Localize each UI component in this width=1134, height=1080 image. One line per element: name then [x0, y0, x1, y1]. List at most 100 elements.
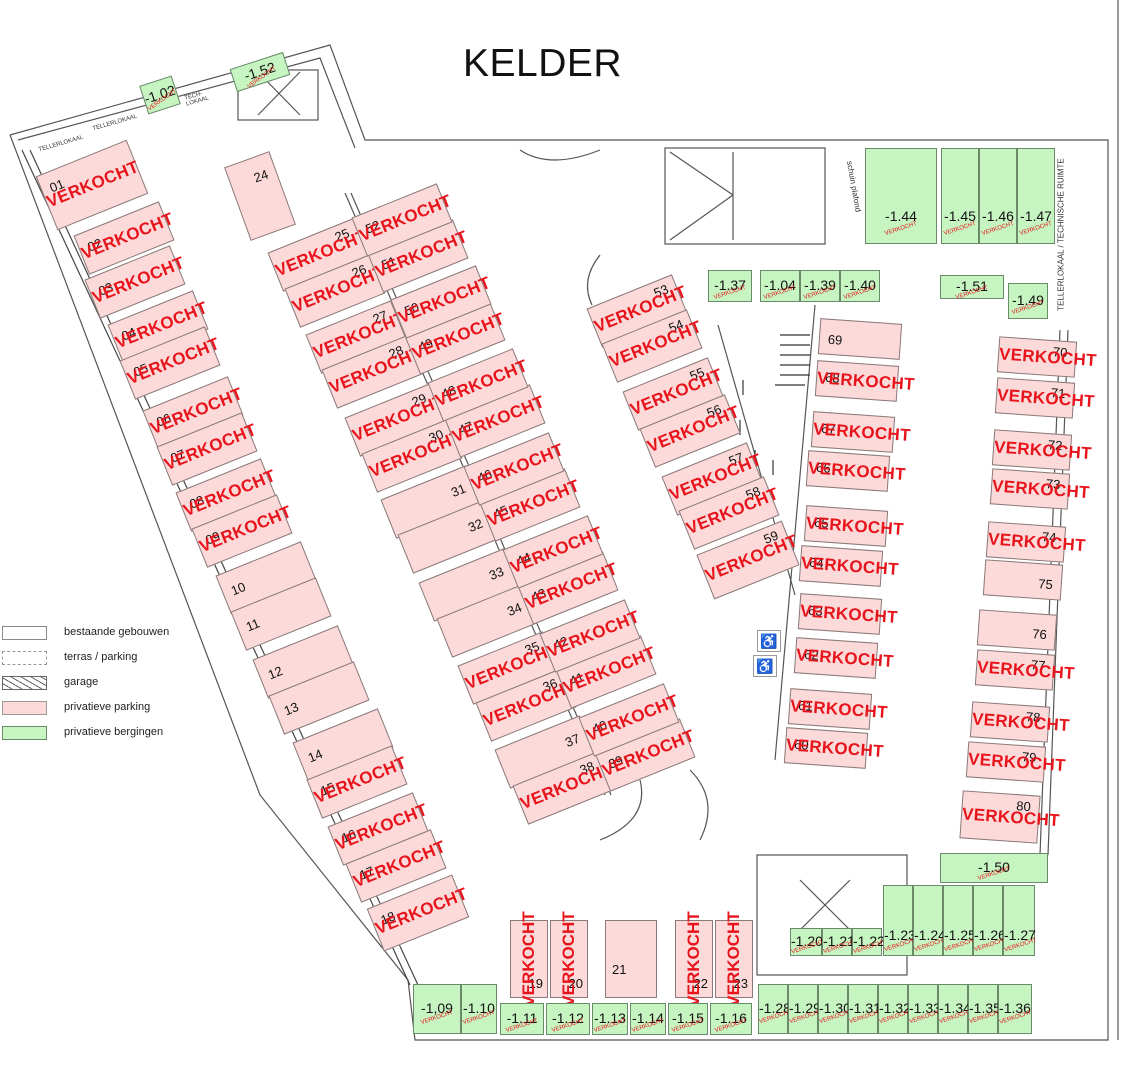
sold-stamp: VERKOCHT: [816, 368, 916, 395]
sold-stamp: VERKOCHT: [559, 911, 578, 1007]
storage-unit-number: -1.36: [999, 1000, 1031, 1017]
storage-unit-number: -1.35: [969, 1000, 1001, 1017]
parking-spot-number: 37: [562, 730, 582, 751]
parking-spot-69[interactable]: 69: [817, 318, 903, 360]
parking-spot-number: 69: [827, 331, 843, 348]
legend-item-private-storage: privatieve bergingen: [0, 726, 200, 742]
parking-spot-21[interactable]: 21: [605, 920, 657, 998]
storage-unit-number: -1.44: [885, 207, 917, 224]
storage-unit-number: -1.32: [879, 1000, 911, 1017]
storage-unit-number: -1.51: [956, 278, 988, 295]
legend-swatch: [2, 726, 47, 740]
sold-stamp: VERKOCHT: [684, 911, 703, 1007]
legend-swatch: [2, 651, 47, 665]
parking-spot-number: 12: [265, 663, 285, 683]
storage-unit-number: -1.21: [823, 933, 855, 950]
storage-unit-number: -1.49: [1012, 292, 1044, 309]
legend-label: terras / parking: [64, 651, 138, 663]
storage-unit-number: -1.13: [594, 1010, 626, 1027]
legend-label: garage: [64, 676, 99, 688]
parking-spot-76[interactable]: 76: [976, 609, 1058, 651]
storage-unit-number: -1.12: [552, 1010, 584, 1027]
parking-spot-75[interactable]: 75: [982, 559, 1064, 601]
storage-unit-number: -1.15: [672, 1010, 704, 1027]
sold-stamp: VERKOCHT: [991, 476, 1091, 503]
parking-spot-number: 20: [568, 976, 583, 991]
legend-swatch: [2, 676, 47, 690]
sold-stamp: VERKOCHT: [724, 911, 743, 1007]
parking-spot-number: 75: [1037, 576, 1054, 593]
sold-stamp: VERKOCHT: [993, 437, 1093, 464]
storage-unit-number: -1.34: [939, 1000, 971, 1017]
sold-stamp: VERKOCHT: [785, 735, 885, 762]
sold-stamp: VERKOCHT: [967, 749, 1067, 776]
storage-unit-number: -1.16: [715, 1010, 747, 1027]
sold-stamp: VERKOCHT: [812, 419, 912, 446]
sold-stamp: VERKOCHT: [998, 344, 1098, 371]
legend-label: privatieve bergingen: [64, 726, 164, 738]
storage-unit-number: -1.47: [1020, 207, 1052, 224]
parking-spot-number: 24: [251, 166, 271, 186]
legend-swatch: [2, 626, 47, 640]
sold-stamp: VERKOCHT: [807, 458, 907, 485]
